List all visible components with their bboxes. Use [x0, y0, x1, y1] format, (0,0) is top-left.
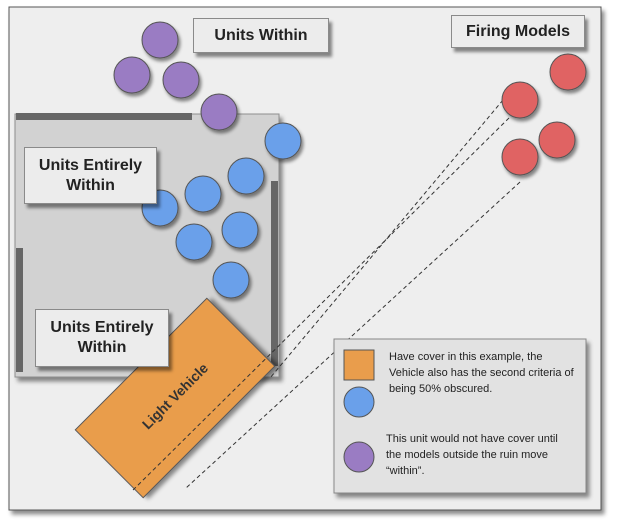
red-model: [538, 121, 576, 159]
units-entirely-within-label-top: Units Entirely Within: [24, 147, 157, 204]
blue-model: [221, 211, 259, 249]
blue-model: [184, 175, 222, 213]
units-within-label: Units Within: [193, 18, 329, 53]
purple-model: [113, 56, 151, 94]
purple-model: [141, 21, 179, 59]
red-model: [501, 138, 539, 176]
legend-orange-text: Have cover in this example, the Vehicle …: [389, 351, 574, 395]
blue-model: [227, 157, 265, 195]
line-of-sight: [130, 99, 521, 493]
ruin-wall-left: [16, 248, 23, 372]
legend-orange-swatch: [343, 349, 375, 381]
ruin-wall-top: [16, 113, 192, 120]
sight-line: [130, 112, 515, 493]
sight-line: [185, 181, 521, 489]
units-entirely-within-label-bottom: Units Entirely Within: [35, 309, 169, 367]
blue-unit: [141, 122, 302, 299]
legend-box: [333, 338, 587, 494]
blue-model: [175, 223, 213, 261]
purple-model: [162, 61, 200, 99]
legend-purple-swatch: [343, 441, 375, 473]
firing-models-label: Firing Models: [451, 15, 585, 48]
ruin-wall-right: [271, 181, 278, 366]
legend-blue-swatch: [343, 386, 375, 418]
purple-unit: [113, 21, 238, 131]
sight-line: [269, 99, 504, 379]
blue-model: [264, 122, 302, 160]
red-model: [549, 53, 587, 91]
purple-model: [200, 93, 238, 131]
legend-purple-text: This unit would not have cover until the…: [386, 433, 558, 477]
red-model: [501, 81, 539, 119]
legend-panel: [333, 338, 587, 494]
blue-model: [212, 261, 250, 299]
firing-unit: [501, 53, 587, 176]
